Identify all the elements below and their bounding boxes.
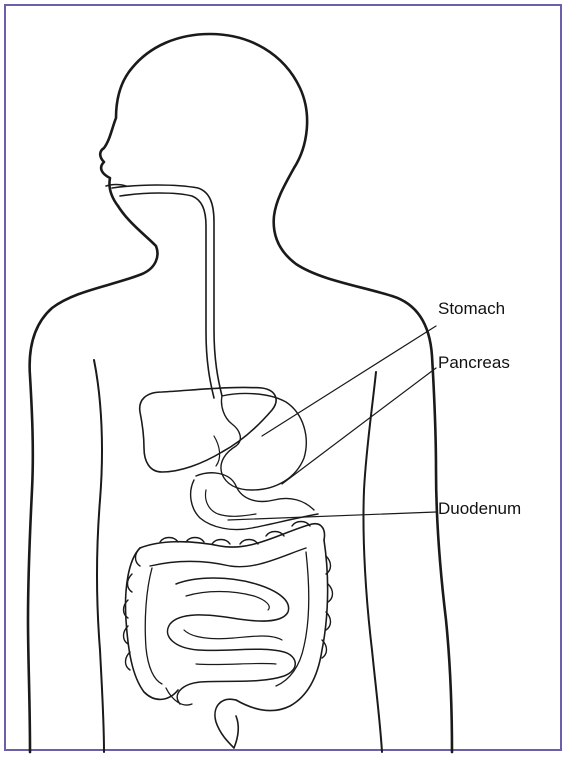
mouth — [106, 185, 126, 187]
pancreas-shape — [196, 473, 314, 510]
colon-descending-inner — [276, 552, 309, 686]
stomach-label: Stomach — [438, 300, 505, 317]
pancreas-leader-line — [282, 368, 436, 484]
colon-ascending-inner — [145, 568, 162, 684]
duodenum-label: Duodenum — [438, 500, 521, 517]
left-inner-arm — [94, 360, 104, 752]
liver — [140, 387, 276, 472]
right-inner-arm — [363, 372, 382, 752]
rectum — [215, 699, 238, 748]
colon-transverse — [140, 524, 325, 548]
gallbladder — [214, 436, 220, 466]
colon-transverse-lower — [150, 548, 306, 567]
small-intestine-inner — [184, 592, 282, 665]
stomach-leader-line — [262, 326, 436, 436]
small-intestine — [168, 578, 296, 704]
left-body-outline — [28, 206, 157, 752]
pancreas-label: Pancreas — [438, 354, 510, 371]
duodenum-leader-line — [228, 512, 436, 520]
duodenum-inner — [206, 490, 257, 516]
